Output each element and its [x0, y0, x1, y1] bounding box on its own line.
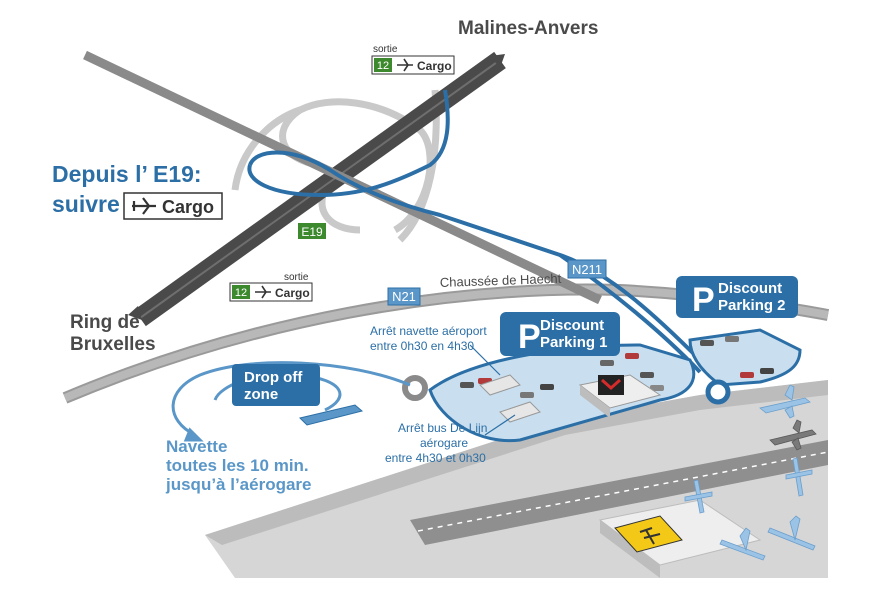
airplane-icon [785, 457, 813, 497]
shuttle-stop-line2: entre 0h30 en 4h30 [370, 339, 474, 353]
airplane-icon [397, 58, 413, 72]
depuis-line1: Depuis l’ E19: [52, 161, 202, 187]
drop-line1: Drop off [244, 369, 303, 386]
bus-stop-line1: Arrêt bus De Lijn [398, 421, 487, 435]
roundabout [402, 375, 428, 401]
bus-stop-line2: aérogare [420, 436, 468, 450]
shuttle-pointer [469, 344, 501, 376]
shuttle-shelter [479, 374, 521, 396]
exit-sign-bottom: sortie 12 Cargo [229, 272, 313, 302]
parking-icon: P [518, 318, 541, 356]
exit-top-number: 12 [377, 60, 389, 72]
depuis-sign-text: Cargo [162, 197, 214, 217]
n211-label: N211 [572, 262, 602, 277]
depuis-line2-word: suivre [52, 191, 120, 217]
depuis-cargo-sign: Cargo [123, 192, 223, 220]
n211-badge: N211 [567, 259, 607, 279]
bus-pointer [484, 414, 516, 436]
drop-line2: zone [244, 386, 278, 403]
airplane-icon [255, 285, 271, 299]
exit-top-text: Cargo [417, 59, 452, 73]
e19-label: E19 [301, 225, 323, 239]
navette-line1: Navette [166, 437, 227, 456]
airplane-icon [719, 527, 766, 561]
parking2-line1: Discount [718, 280, 782, 297]
parking-icon: P [692, 281, 715, 319]
exit-top-caption: sortie [373, 44, 398, 55]
north-destination-label: Malines-Anvers [458, 18, 598, 39]
airplane-icon [759, 384, 811, 419]
terminal-sign-icon [614, 515, 683, 553]
exit-bottom-number: 12 [235, 287, 247, 299]
n21-badge: N21 [387, 287, 421, 306]
airplane-icon [684, 479, 713, 514]
chaussee-label: Chaussée de Haecht [440, 271, 562, 290]
n21-label: N21 [392, 289, 416, 304]
drop-off-pad [299, 404, 364, 426]
bus-stop-line3: entre 4h30 et 0h30 [385, 451, 486, 465]
navette-line3: jusqu’à l’aérogare [165, 475, 312, 494]
parking1-line1: Discount [540, 317, 604, 334]
e19-highway [128, 51, 506, 327]
roundabout [705, 379, 731, 405]
parking1-line2: Parking 1 [540, 334, 608, 351]
exit-bottom-text: Cargo [275, 286, 310, 300]
supermarket-logo-icon [578, 374, 662, 418]
parking-1-label: P Discount Parking 1 [500, 312, 620, 356]
parking-1-area [428, 343, 696, 443]
shuttle-stop-line1: Arrêt navette aéroport [370, 324, 487, 338]
parking2-line2: Parking 2 [718, 297, 786, 314]
bus-shelter [499, 401, 541, 423]
airplane-icon [769, 419, 817, 451]
e19-badge: E19 [298, 223, 326, 239]
exit-sign-top: sortie 12 Cargo [371, 44, 455, 75]
navette-line2: toutes les 10 min. [166, 456, 309, 475]
exit-bottom-caption: sortie [284, 272, 309, 283]
airport-apron [205, 380, 829, 578]
parking-2-label: P Discount Parking 2 [676, 276, 798, 319]
ring-label-line1: Ring de [70, 312, 140, 333]
drop-off-label: Drop off zone [232, 364, 320, 406]
airplane-icon [132, 197, 156, 215]
airplane-icon [767, 515, 816, 551]
ring-label-line2: Bruxelles [70, 334, 156, 355]
